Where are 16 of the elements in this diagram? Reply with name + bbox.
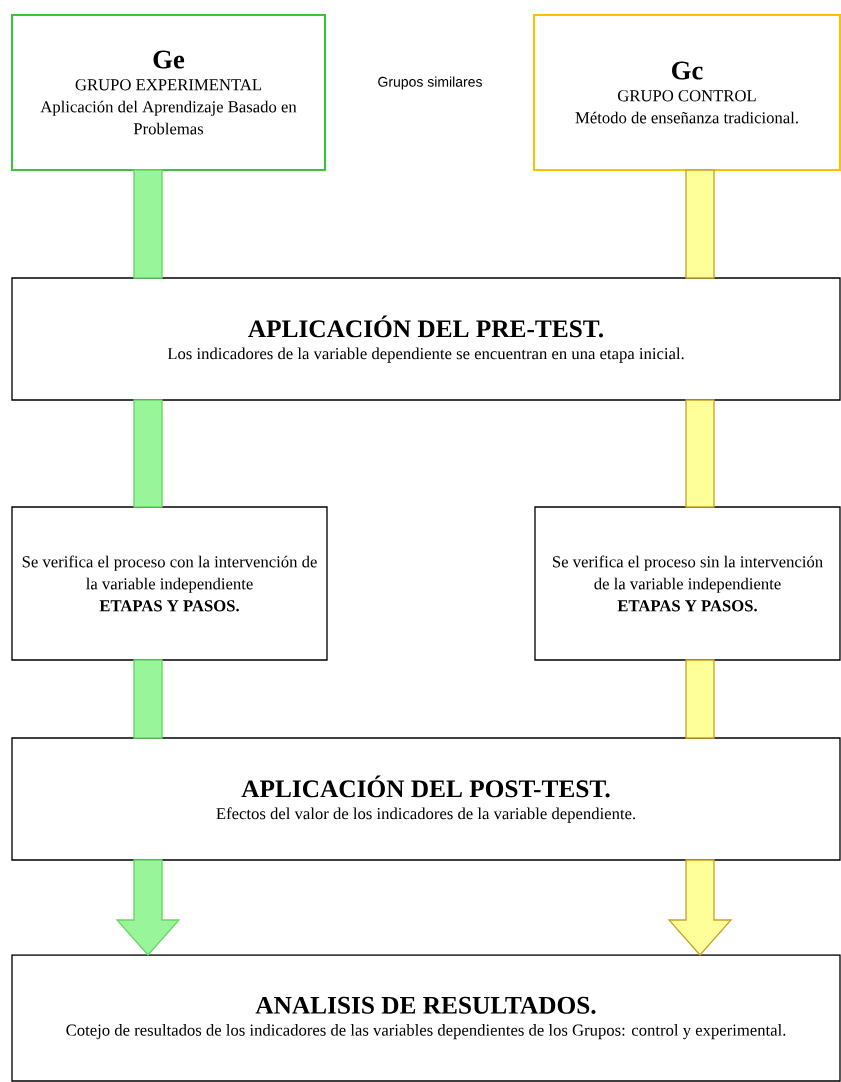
connector-bar bbox=[685, 169, 715, 279]
text-box: Gc GRUPO CONTROL Método de enseñanza tradicional. bbox=[532, 13, 841, 172]
text-box: APLICACIÓN DEL POST-TEST. Efectos del valor de los indicadores de la variable dependiente. bbox=[11, 737, 841, 861]
connector-bar bbox=[133, 399, 163, 508]
annotation-text: Grupos similares bbox=[378, 76, 482, 90]
block-arrow bbox=[667, 859, 733, 956]
connector-bar bbox=[133, 169, 163, 279]
text-box: ANALISIS DE RESULTADOS. Cotejo de resultados de los indicadores de las variables dependientes de los Grupos: control y experimental. bbox=[11, 954, 841, 1082]
connector-bar bbox=[685, 399, 715, 508]
text-box: Se verifica el proceso sin la intervención de la variable independiente ETAPAS Y PASOS. bbox=[534, 506, 841, 661]
connector-bar bbox=[133, 659, 163, 739]
connector-bar bbox=[685, 659, 715, 739]
text-box: APLICACIÓN DEL PRE-TEST. Los indicadores de la variable dependiente se encuentran en una etapa inicial. bbox=[11, 277, 841, 401]
text-box: Ge GRUPO EXPERIMENTAL Aplicación del Aprendizaje Basado en Problemas bbox=[10, 13, 327, 172]
text-box: Se verifica el proceso con la intervención de la variable independiente ETAPAS Y PASOS. bbox=[11, 506, 328, 661]
block-arrow bbox=[115, 859, 181, 956]
